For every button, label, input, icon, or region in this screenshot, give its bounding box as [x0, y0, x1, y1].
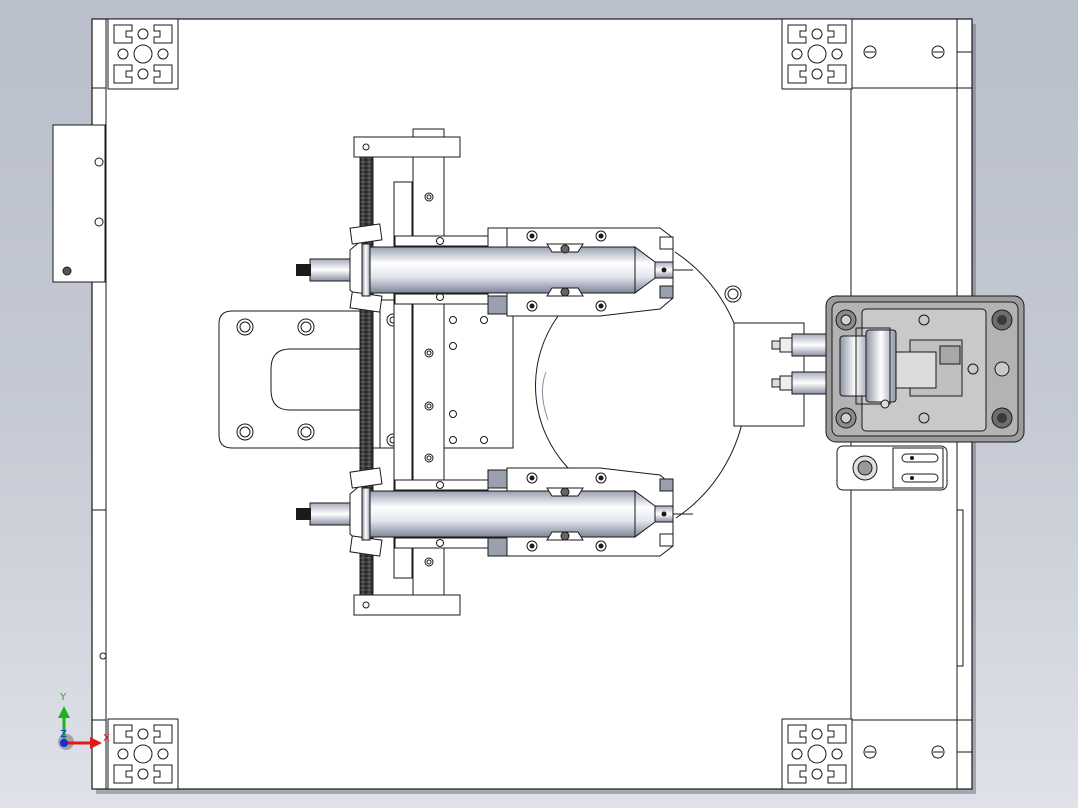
disk-hole	[724, 285, 742, 303]
screw-icon	[931, 745, 945, 759]
screw-icon	[931, 45, 945, 59]
bracket-pin	[62, 266, 72, 276]
triad-z-axis	[60, 739, 68, 747]
plate-hole	[236, 423, 254, 441]
triad-z-label: Z	[60, 729, 67, 740]
left-mounting-plate[interactable]	[218, 310, 381, 449]
plate-hole	[297, 318, 315, 336]
corner-profile-bottom-right[interactable]	[781, 718, 853, 790]
left-side-bracket[interactable]	[52, 124, 106, 283]
rail-end-block-top[interactable]	[353, 136, 461, 158]
lower-cylinder-assembly[interactable]	[296, 467, 693, 557]
base-plate-hole	[99, 652, 107, 660]
screw-icon	[863, 745, 877, 759]
upper-cylinder-assembly[interactable]	[296, 223, 693, 317]
toggle-clamp-unit[interactable]	[771, 295, 1025, 443]
plate-hole	[236, 318, 254, 336]
plate-slot	[270, 348, 361, 411]
orientation-triad[interactable]: Y X Z	[58, 692, 110, 750]
triad-x-label: X	[103, 733, 110, 744]
triad-y-arrow-icon	[58, 706, 70, 718]
screw-icon	[863, 45, 877, 59]
cable-guide	[542, 371, 549, 421]
corner-profile-top-right[interactable]	[781, 18, 853, 90]
triad-x-arrow-icon	[90, 737, 102, 749]
plate-hole	[297, 423, 315, 441]
corner-profile-top-left[interactable]	[107, 18, 179, 90]
bracket-hole	[94, 217, 104, 227]
right-rail-slot	[956, 509, 964, 667]
triad-y-label: Y	[59, 692, 67, 703]
corner-profile-bottom-left[interactable]	[107, 718, 179, 790]
rotary-disk-cutout	[535, 315, 569, 469]
bracket-hole	[94, 157, 104, 167]
rail-end-block-bottom[interactable]	[353, 594, 461, 616]
sensor-bracket[interactable]	[836, 445, 948, 491]
